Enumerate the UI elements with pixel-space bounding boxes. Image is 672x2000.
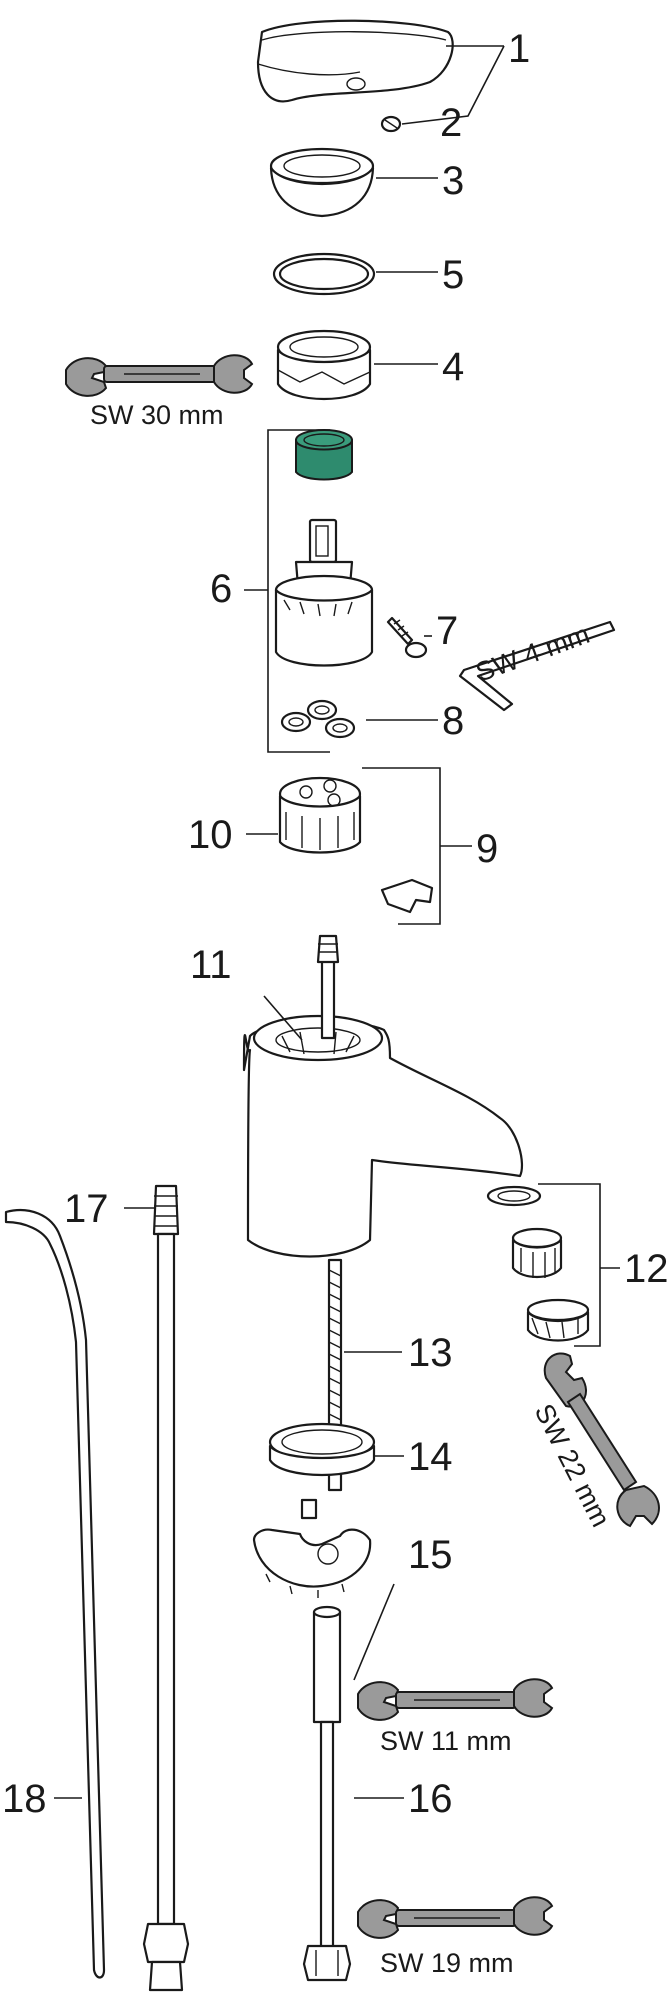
- part-number-1: 1: [508, 27, 530, 71]
- open-end-wrench-22: [543, 1352, 660, 1528]
- part-number-18: 18: [2, 1777, 47, 1821]
- cartridge-green-ring: [295, 439, 353, 481]
- part-number-10: 10: [188, 813, 233, 857]
- part-number-3: 3: [442, 159, 464, 203]
- leader-lines: [54, 45, 620, 1799]
- mounting-rod-part: [302, 1605, 352, 1982]
- tool-label-sw11: SW 11 mm: [380, 1726, 512, 1756]
- horseshoe-plate-part: [252, 1498, 372, 1598]
- bracket-6: [267, 429, 330, 753]
- threaded-nut-part: [276, 329, 372, 400]
- bracket-12: [538, 1183, 601, 1347]
- o-ring-part: [272, 252, 376, 296]
- part-number-17: 17: [64, 1187, 109, 1231]
- tool-label-sw19: SW 19 mm: [380, 1948, 514, 1978]
- part-number-16: 16: [408, 1777, 453, 1821]
- part-number-15: 15: [408, 1533, 453, 1577]
- lift-rod-part: [4, 1208, 106, 1979]
- washer-part: [268, 1422, 376, 1477]
- open-end-wrench-11: [357, 1678, 554, 1721]
- part-number-2: 2: [440, 101, 462, 145]
- open-end-wrench-19: [357, 1896, 554, 1939]
- part-number-12: 12: [624, 1247, 669, 1291]
- tool-label-sw22: SW 22 mm: [529, 1399, 616, 1532]
- grub-screw-part: [380, 115, 402, 133]
- part-number-4: 4: [442, 345, 464, 389]
- connection-hose-part: [142, 1184, 190, 1992]
- tool-label-sw4: SW 4 mm: [472, 619, 594, 688]
- cover-cap-part: [269, 147, 375, 218]
- part-number-14: 14: [408, 1435, 453, 1479]
- lever-handle-part: [256, 19, 454, 103]
- part-number-9: 9: [476, 827, 498, 871]
- tool-label-sw30: SW 30 mm: [90, 400, 224, 430]
- valve-insert-part: [278, 776, 362, 854]
- part-number-8: 8: [442, 699, 464, 743]
- open-end-wrench-30: [65, 354, 254, 397]
- part-number-labels: 1 2 3 5 4 6 7 8 9 10 11 12 13 14 15 16 1…: [2, 27, 669, 1821]
- clip-part: [380, 878, 434, 914]
- part-number-5: 5: [442, 253, 464, 297]
- part-number-6: 6: [210, 567, 232, 611]
- triple-seal-part: [280, 699, 356, 739]
- cartridge-part: [274, 429, 374, 667]
- part-number-11: 11: [190, 943, 232, 987]
- aerator-part: [486, 1185, 590, 1342]
- threaded-rod-top: [316, 934, 340, 1040]
- hex-key-4: [458, 620, 616, 712]
- part-number-13: 13: [408, 1331, 453, 1375]
- screw-part: [386, 616, 428, 659]
- tap-body-part: [242, 1014, 524, 1258]
- part-number-7: 7: [436, 609, 458, 653]
